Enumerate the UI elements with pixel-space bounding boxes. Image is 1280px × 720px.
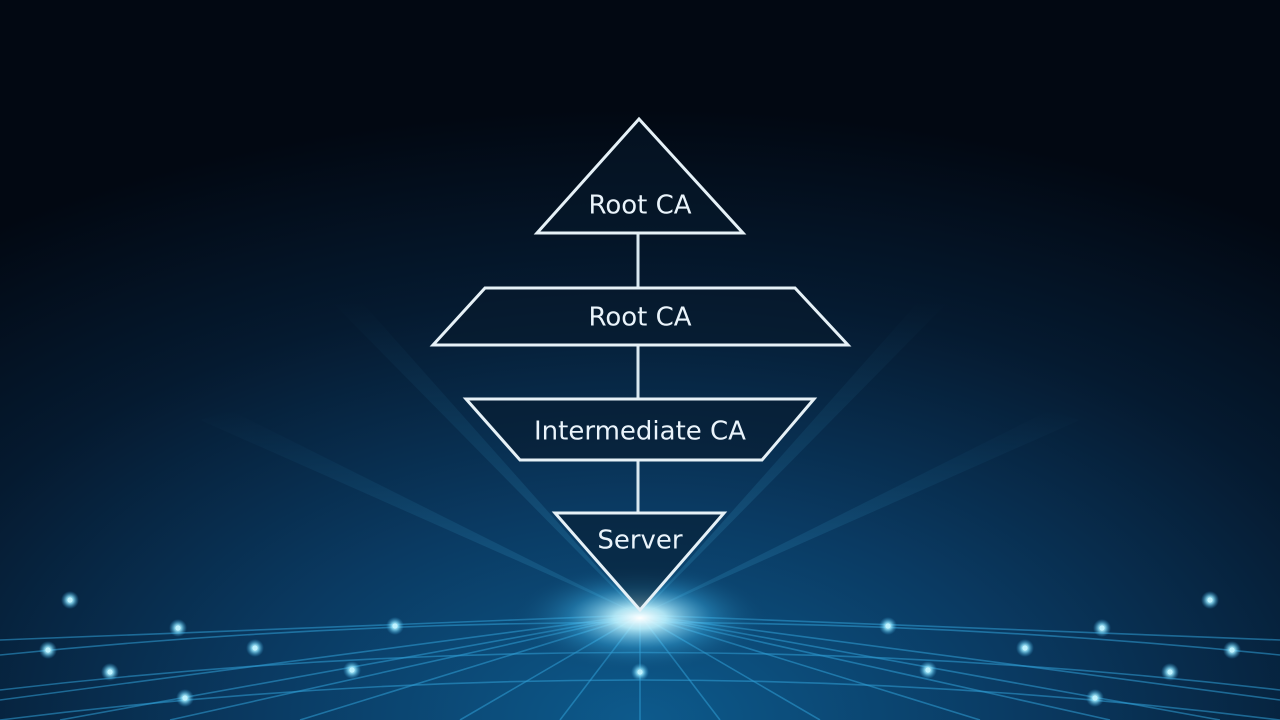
- grid-node: [1022, 645, 1028, 651]
- center-glow: [510, 563, 770, 673]
- grid-node: [392, 623, 398, 629]
- inverted-trapezoid-shape: [462, 397, 818, 462]
- node-server: Server: [551, 511, 728, 613]
- node-root-second: Root CA: [429, 286, 852, 347]
- grid-node: [349, 667, 355, 673]
- grid-node: [1207, 597, 1213, 603]
- grid-node: [885, 623, 891, 629]
- trapezoid-shape: [429, 286, 852, 347]
- inverted-triangle-shape: [551, 511, 728, 613]
- node-label: Intermediate CA: [534, 417, 746, 447]
- light-beams: [200, 300, 1080, 615]
- grid-node: [175, 625, 181, 631]
- grid-node: [925, 667, 931, 673]
- grid-node: [1167, 669, 1173, 675]
- grid-node: [67, 597, 73, 603]
- node-intermediate: Intermediate CA: [462, 397, 818, 462]
- node-label: Root CA: [588, 303, 691, 333]
- grid-node: [45, 647, 51, 653]
- grid-node: [182, 695, 188, 701]
- grid-node: [1099, 625, 1105, 631]
- grid-node: [107, 669, 113, 675]
- node-root-top: Root CA: [533, 116, 747, 235]
- grid-node: [252, 645, 258, 651]
- node-label: Root CA: [588, 191, 691, 221]
- grid-node: [1092, 695, 1098, 701]
- node-label: Server: [597, 526, 683, 556]
- grid-node: [1229, 647, 1235, 653]
- triangle-shape: [533, 116, 747, 235]
